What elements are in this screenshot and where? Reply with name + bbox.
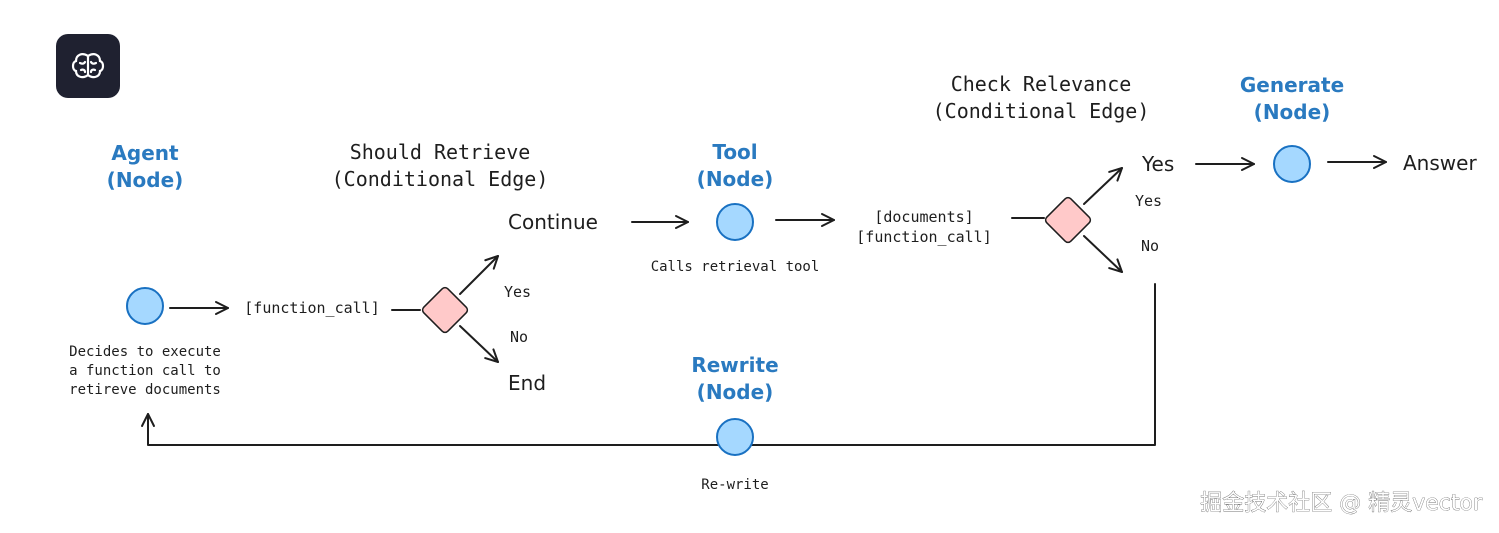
answer-label: Answer xyxy=(1403,151,1477,175)
rewrite-loop-edge xyxy=(141,283,1156,446)
rewrite-node[interactable] xyxy=(716,418,754,456)
rewrite-node-subtitle: (Node) xyxy=(697,380,774,404)
tool-node-title: Tool xyxy=(712,140,757,164)
agent-node[interactable] xyxy=(126,287,164,325)
documents-message: [documents] xyxy=(874,208,973,226)
check-relevance-title: Check Relevance xyxy=(951,72,1132,96)
agent-desc-line-3: retireve documents xyxy=(69,382,221,398)
agent-node-subtitle: (Node) xyxy=(107,168,184,192)
tool-node-subtitle: (Node) xyxy=(697,167,774,191)
rewrite-node-title: Rewrite xyxy=(691,353,778,377)
check-relevance-diamond[interactable] xyxy=(1044,196,1092,244)
should-retrieve-subtitle: (Conditional Edge) xyxy=(332,167,549,191)
continue-label: Continue xyxy=(508,210,598,234)
check-relevance-yes-label: Yes xyxy=(1135,192,1162,210)
tool-node[interactable] xyxy=(716,203,754,241)
generate-node-title: Generate xyxy=(1240,73,1344,97)
should-retrieve-diamond[interactable] xyxy=(421,286,469,334)
agent-desc-line-2: a function call to xyxy=(69,363,221,379)
watermark: 掘金技术社区 @ 精灵vector xyxy=(1200,491,1483,516)
should-retrieve-no-arrow xyxy=(459,325,499,363)
check-relevance-subtitle: (Conditional Edge) xyxy=(933,99,1150,123)
brain-icon xyxy=(71,53,105,79)
generate-node-subtitle: (Node) xyxy=(1254,100,1331,124)
agent-node-title: Agent xyxy=(111,141,179,165)
agent-desc-line-1: Decides to execute xyxy=(69,344,221,360)
tool-desc: Calls retrieval tool xyxy=(651,259,820,275)
function-call-message-2: [function_call] xyxy=(856,228,991,246)
should-retrieve-title: Should Retrieve xyxy=(350,140,531,164)
rewrite-desc: Re-write xyxy=(701,477,768,493)
app-logo xyxy=(56,34,120,98)
generate-node[interactable] xyxy=(1273,145,1311,183)
end-label: End xyxy=(508,371,546,395)
should-retrieve-yes-label: Yes xyxy=(504,283,531,301)
yes-outcome-label: Yes xyxy=(1141,152,1174,176)
function-call-message: [function_call] xyxy=(244,299,379,317)
check-relevance-yes-arrow xyxy=(1083,167,1123,205)
should-retrieve-no-label: No xyxy=(510,328,528,346)
should-retrieve-yes-arrow xyxy=(459,254,499,295)
check-relevance-no-label: No xyxy=(1141,237,1159,255)
check-relevance-no-arrow xyxy=(1083,235,1123,273)
